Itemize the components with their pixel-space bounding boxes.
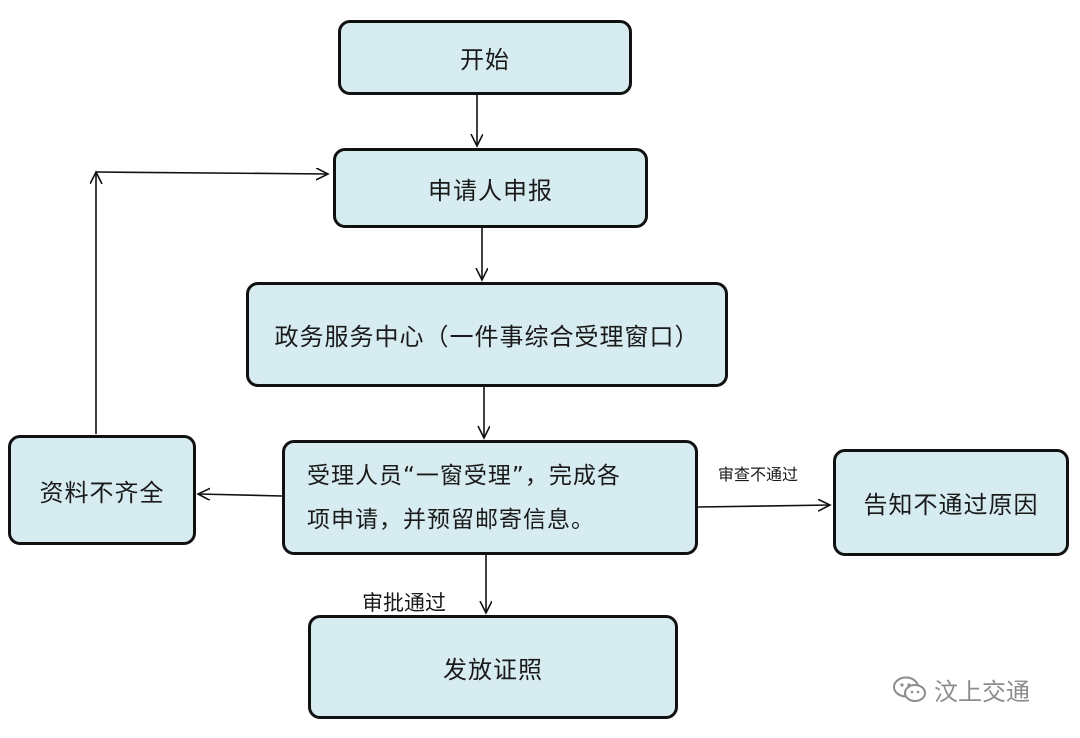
node-apply: 申请人申报 bbox=[333, 148, 648, 228]
watermark-text: 汶上交通 bbox=[934, 678, 1030, 706]
node-service-center: 政务服务中心（一件事综合受理窗口） bbox=[246, 282, 728, 387]
watermark: 汶上交通 bbox=[892, 672, 1030, 707]
node-accept-line2: 项申请，并预留邮寄信息。 bbox=[307, 506, 595, 533]
node-accept-line1: 受理人员“一窗受理”，完成各 bbox=[307, 462, 621, 489]
node-accept: 受理人员“一窗受理”，完成各 项申请，并预留邮寄信息。 bbox=[282, 440, 698, 555]
node-issue: 发放证照 bbox=[308, 615, 678, 719]
node-incomplete: 资料不齐全 bbox=[8, 435, 196, 545]
node-service-center-label: 政务服务中心（一件事综合受理窗口） bbox=[274, 323, 700, 351]
arrow-return-to-apply bbox=[95, 172, 328, 174]
node-reject: 告知不通过原因 bbox=[833, 449, 1069, 556]
node-start-label: 开始 bbox=[460, 46, 510, 74]
node-issue-label: 发放证照 bbox=[443, 655, 543, 684]
node-start: 开始 bbox=[338, 20, 632, 95]
node-reject-label: 告知不通过原因 bbox=[863, 491, 1039, 519]
edge-label-approved: 审批通过 bbox=[362, 591, 446, 615]
edge-label-review-failed: 审查不通过 bbox=[718, 465, 799, 484]
wechat-icon bbox=[893, 676, 926, 702]
arrow-accept-to-reject bbox=[697, 505, 830, 507]
arrow-accept-to-incomplete bbox=[198, 494, 283, 496]
node-apply-label: 申请人申报 bbox=[428, 176, 553, 205]
node-incomplete-label: 资料不齐全 bbox=[39, 478, 165, 507]
